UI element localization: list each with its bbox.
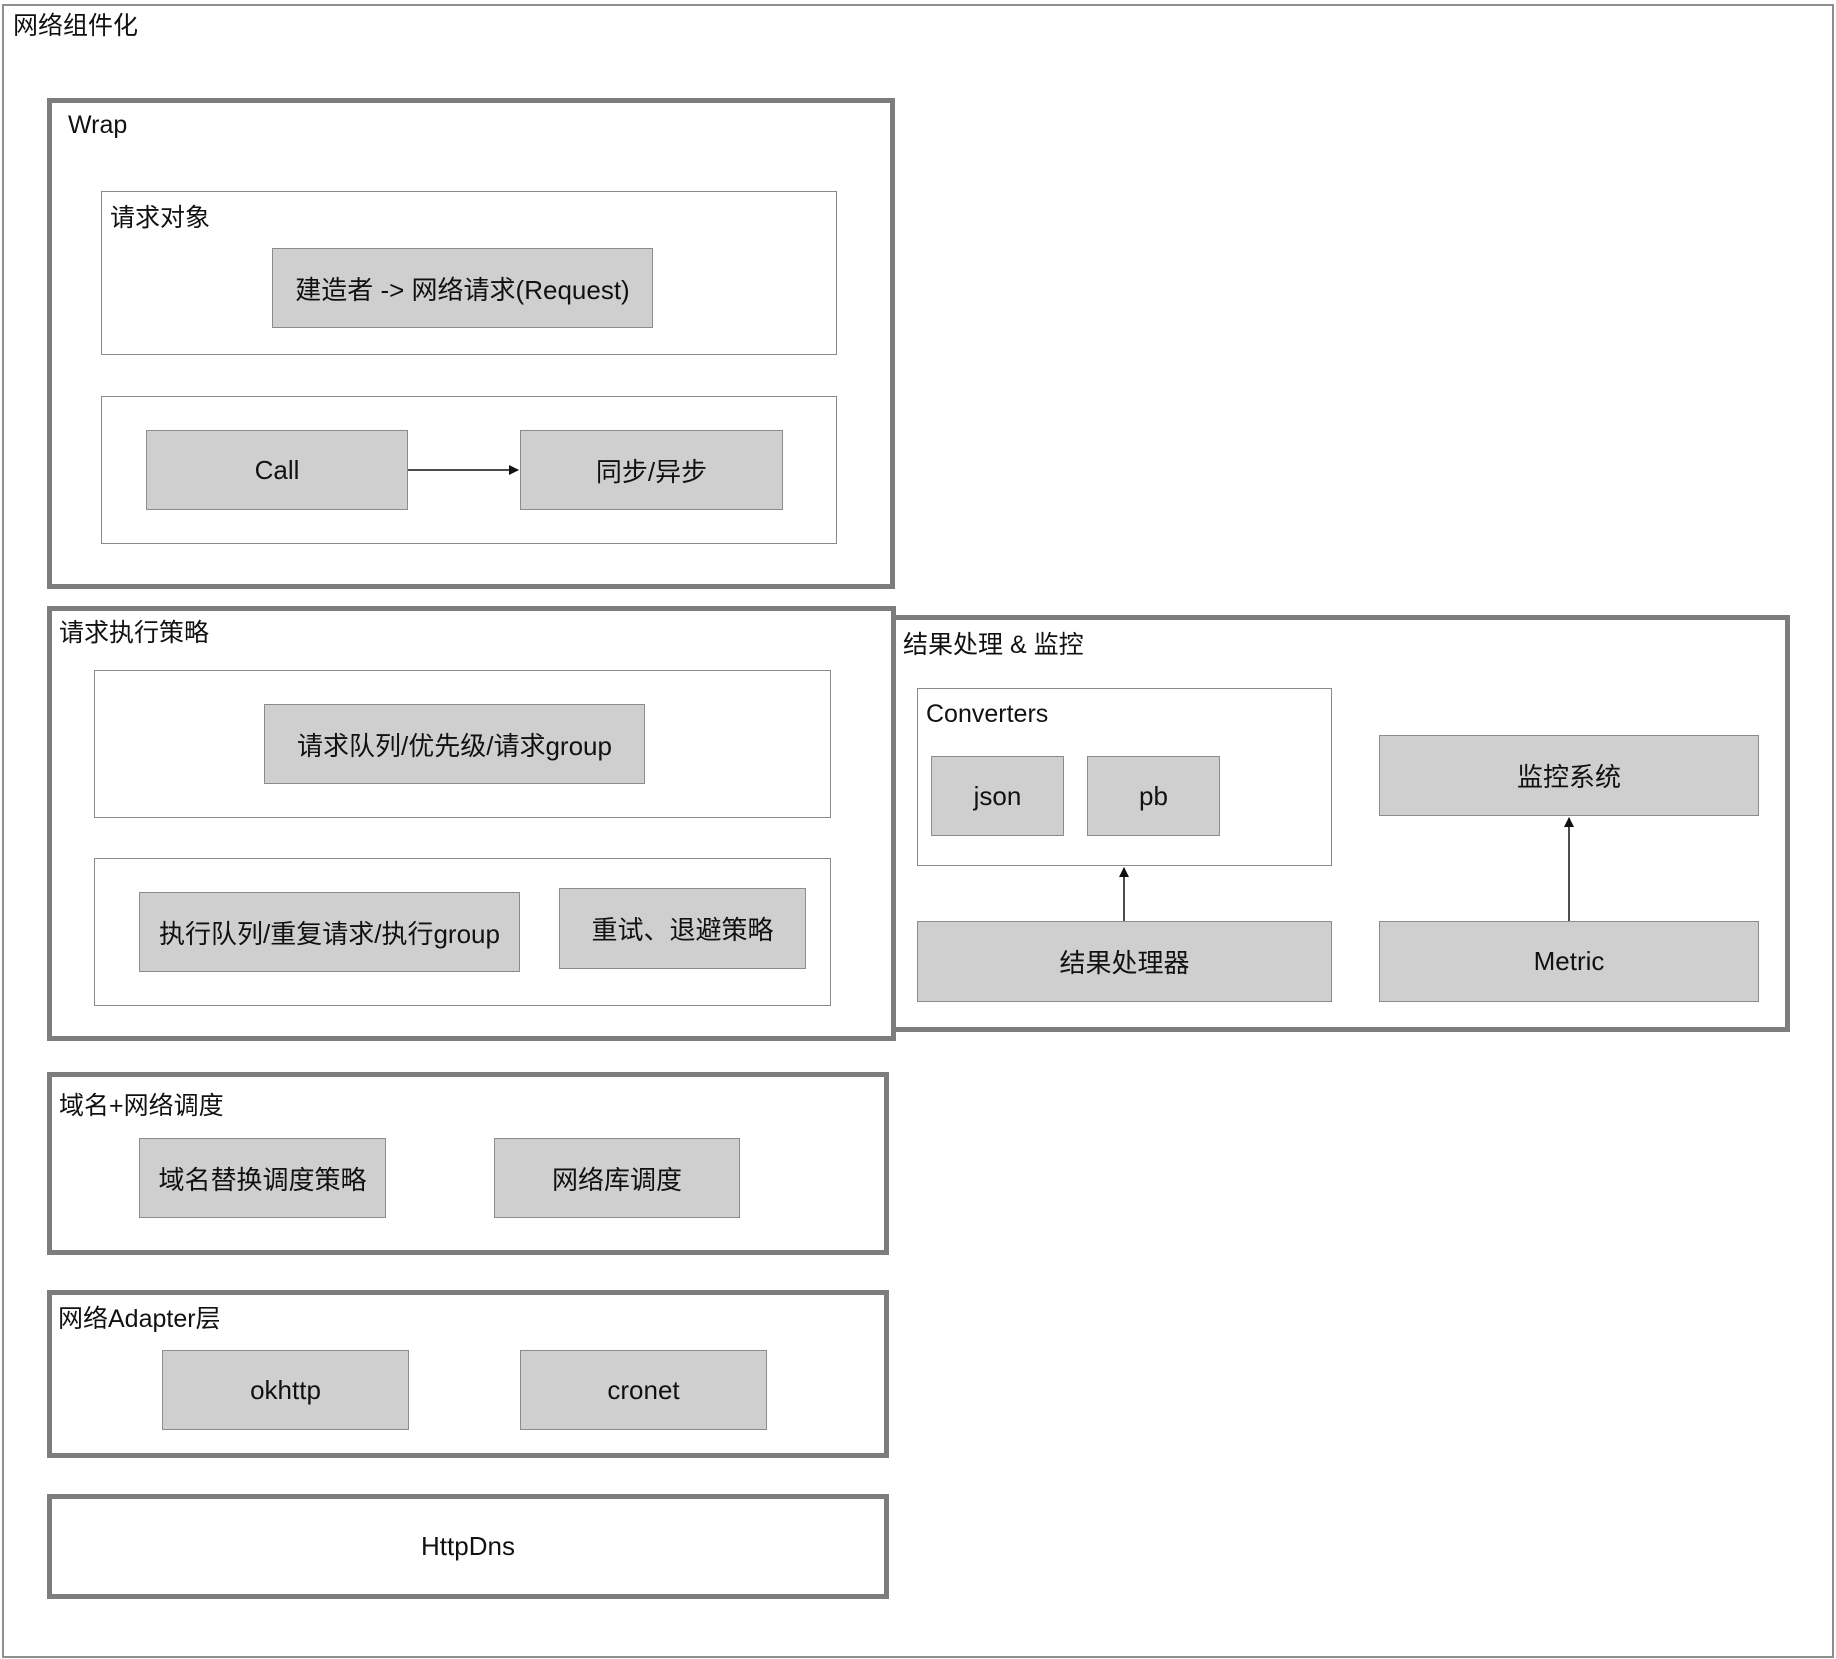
adapter-group [47, 1290, 889, 1458]
wrap-title: Wrap [68, 111, 128, 139]
okhttp-box: okhttp [162, 1350, 409, 1430]
strategy-title: 请求执行策略 [59, 619, 210, 647]
retry-box: 重试、退避策略 [559, 888, 806, 969]
exec-queue-box: 执行队列/重复请求/执行group [139, 892, 520, 972]
sync-async-box: 同步/异步 [520, 430, 783, 510]
network-lib-box: 网络库调度 [494, 1138, 740, 1218]
call-box: Call [146, 430, 408, 510]
converters-title: Converters [926, 700, 1049, 728]
metric-box: Metric [1379, 921, 1759, 1002]
result-processor-box: 结果处理器 [917, 921, 1332, 1002]
domain-title: 域名+网络调度 [59, 1092, 224, 1120]
json-box: json [931, 756, 1064, 836]
wrap-group [47, 98, 895, 589]
monitor-system-box: 监控系统 [1379, 735, 1759, 816]
builder-request-box: 建造者 -> 网络请求(Request) [272, 248, 653, 328]
httpdns-group: HttpDns [47, 1494, 889, 1599]
cronet-box: cronet [520, 1350, 767, 1430]
outer-frame [2, 4, 1834, 1658]
result-group [891, 615, 1790, 1032]
pb-box: pb [1087, 756, 1220, 836]
result-title: 结果处理 & 监控 [903, 631, 1084, 659]
domain-replace-box: 域名替换调度策略 [139, 1138, 386, 1218]
diagram-title: 网络组件化 [13, 12, 139, 40]
request-queue-box: 请求队列/优先级/请求group [264, 704, 645, 784]
request-object-title: 请求对象 [110, 204, 211, 232]
domain-group [47, 1072, 889, 1255]
adapter-title: 网络Adapter层 [58, 1305, 221, 1333]
